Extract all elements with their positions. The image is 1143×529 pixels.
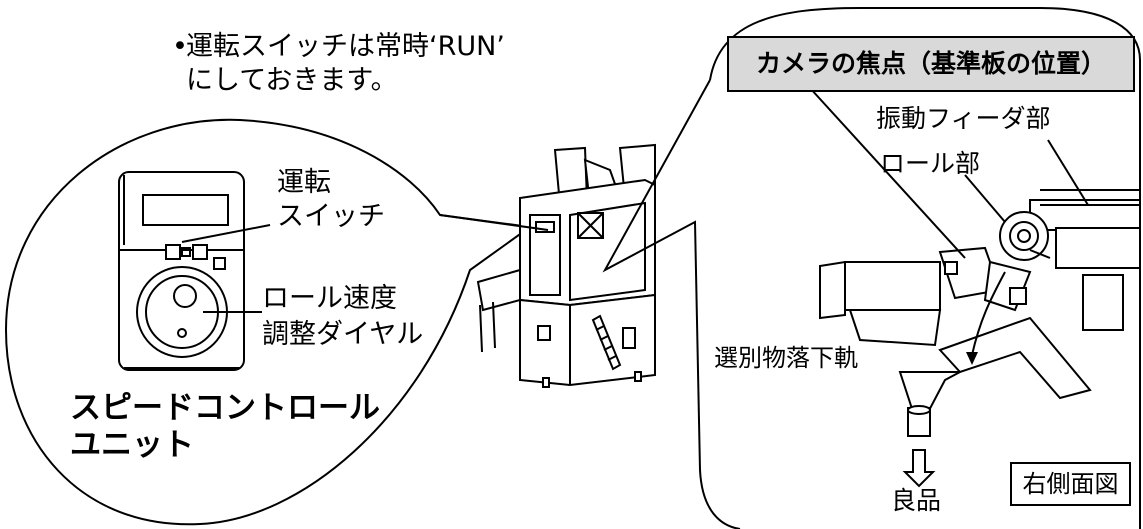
falling-trajectory-label: 選別物落下軌	[714, 344, 858, 372]
trajectory-line	[971, 271, 1006, 356]
switch-leader-line	[181, 224, 271, 243]
panel-leader-line	[439, 214, 549, 231]
roll-leader-line	[964, 174, 1006, 223]
note-line-1: 運転スイッチは常時‘RUN’	[186, 31, 505, 62]
run-switch-label: 運転 スイッチ	[277, 166, 385, 234]
trajectory-arrowhead	[966, 352, 978, 365]
bullet-mark: •	[172, 31, 188, 62]
dial-label-line1: ロール速度	[262, 283, 397, 314]
note-line-2: にしておきます。	[186, 65, 398, 96]
run-switch-note: •運転スイッチは常時‘RUN’ にしておきます。	[172, 30, 505, 98]
feeder-leader-line	[1047, 139, 1089, 206]
vibratory-feeder-label: 振動フィーダ部	[876, 104, 1051, 133]
roll-section-label: ロール部	[880, 149, 981, 178]
run-switch-label-line1: 運転	[277, 167, 331, 198]
unit-label-line1: スピードコントロール	[70, 390, 380, 426]
run-switch-label-line2: スイッチ	[277, 201, 385, 232]
sorting-machine-drawing	[476, 143, 656, 388]
dial-label-line2: 調整ダイヤル	[262, 319, 424, 350]
right-side-view-label: 右側面図	[1010, 462, 1131, 506]
unit-label-line2: ユニット	[70, 427, 194, 463]
camera-focus-banner: カメラの焦点（基準板の位置）	[727, 36, 1135, 92]
focus-leader-line	[809, 87, 966, 259]
good-product-label: 良品	[891, 486, 942, 515]
speed-control-unit-label: スピードコントロール ユニット	[70, 390, 380, 464]
side-view-mechanism-drawing	[819, 189, 1141, 437]
speed-control-unit-drawing	[118, 171, 245, 371]
roll-speed-dial-label: ロール速度 調整ダイヤル	[262, 281, 423, 353]
good-product-arrow	[902, 449, 936, 488]
